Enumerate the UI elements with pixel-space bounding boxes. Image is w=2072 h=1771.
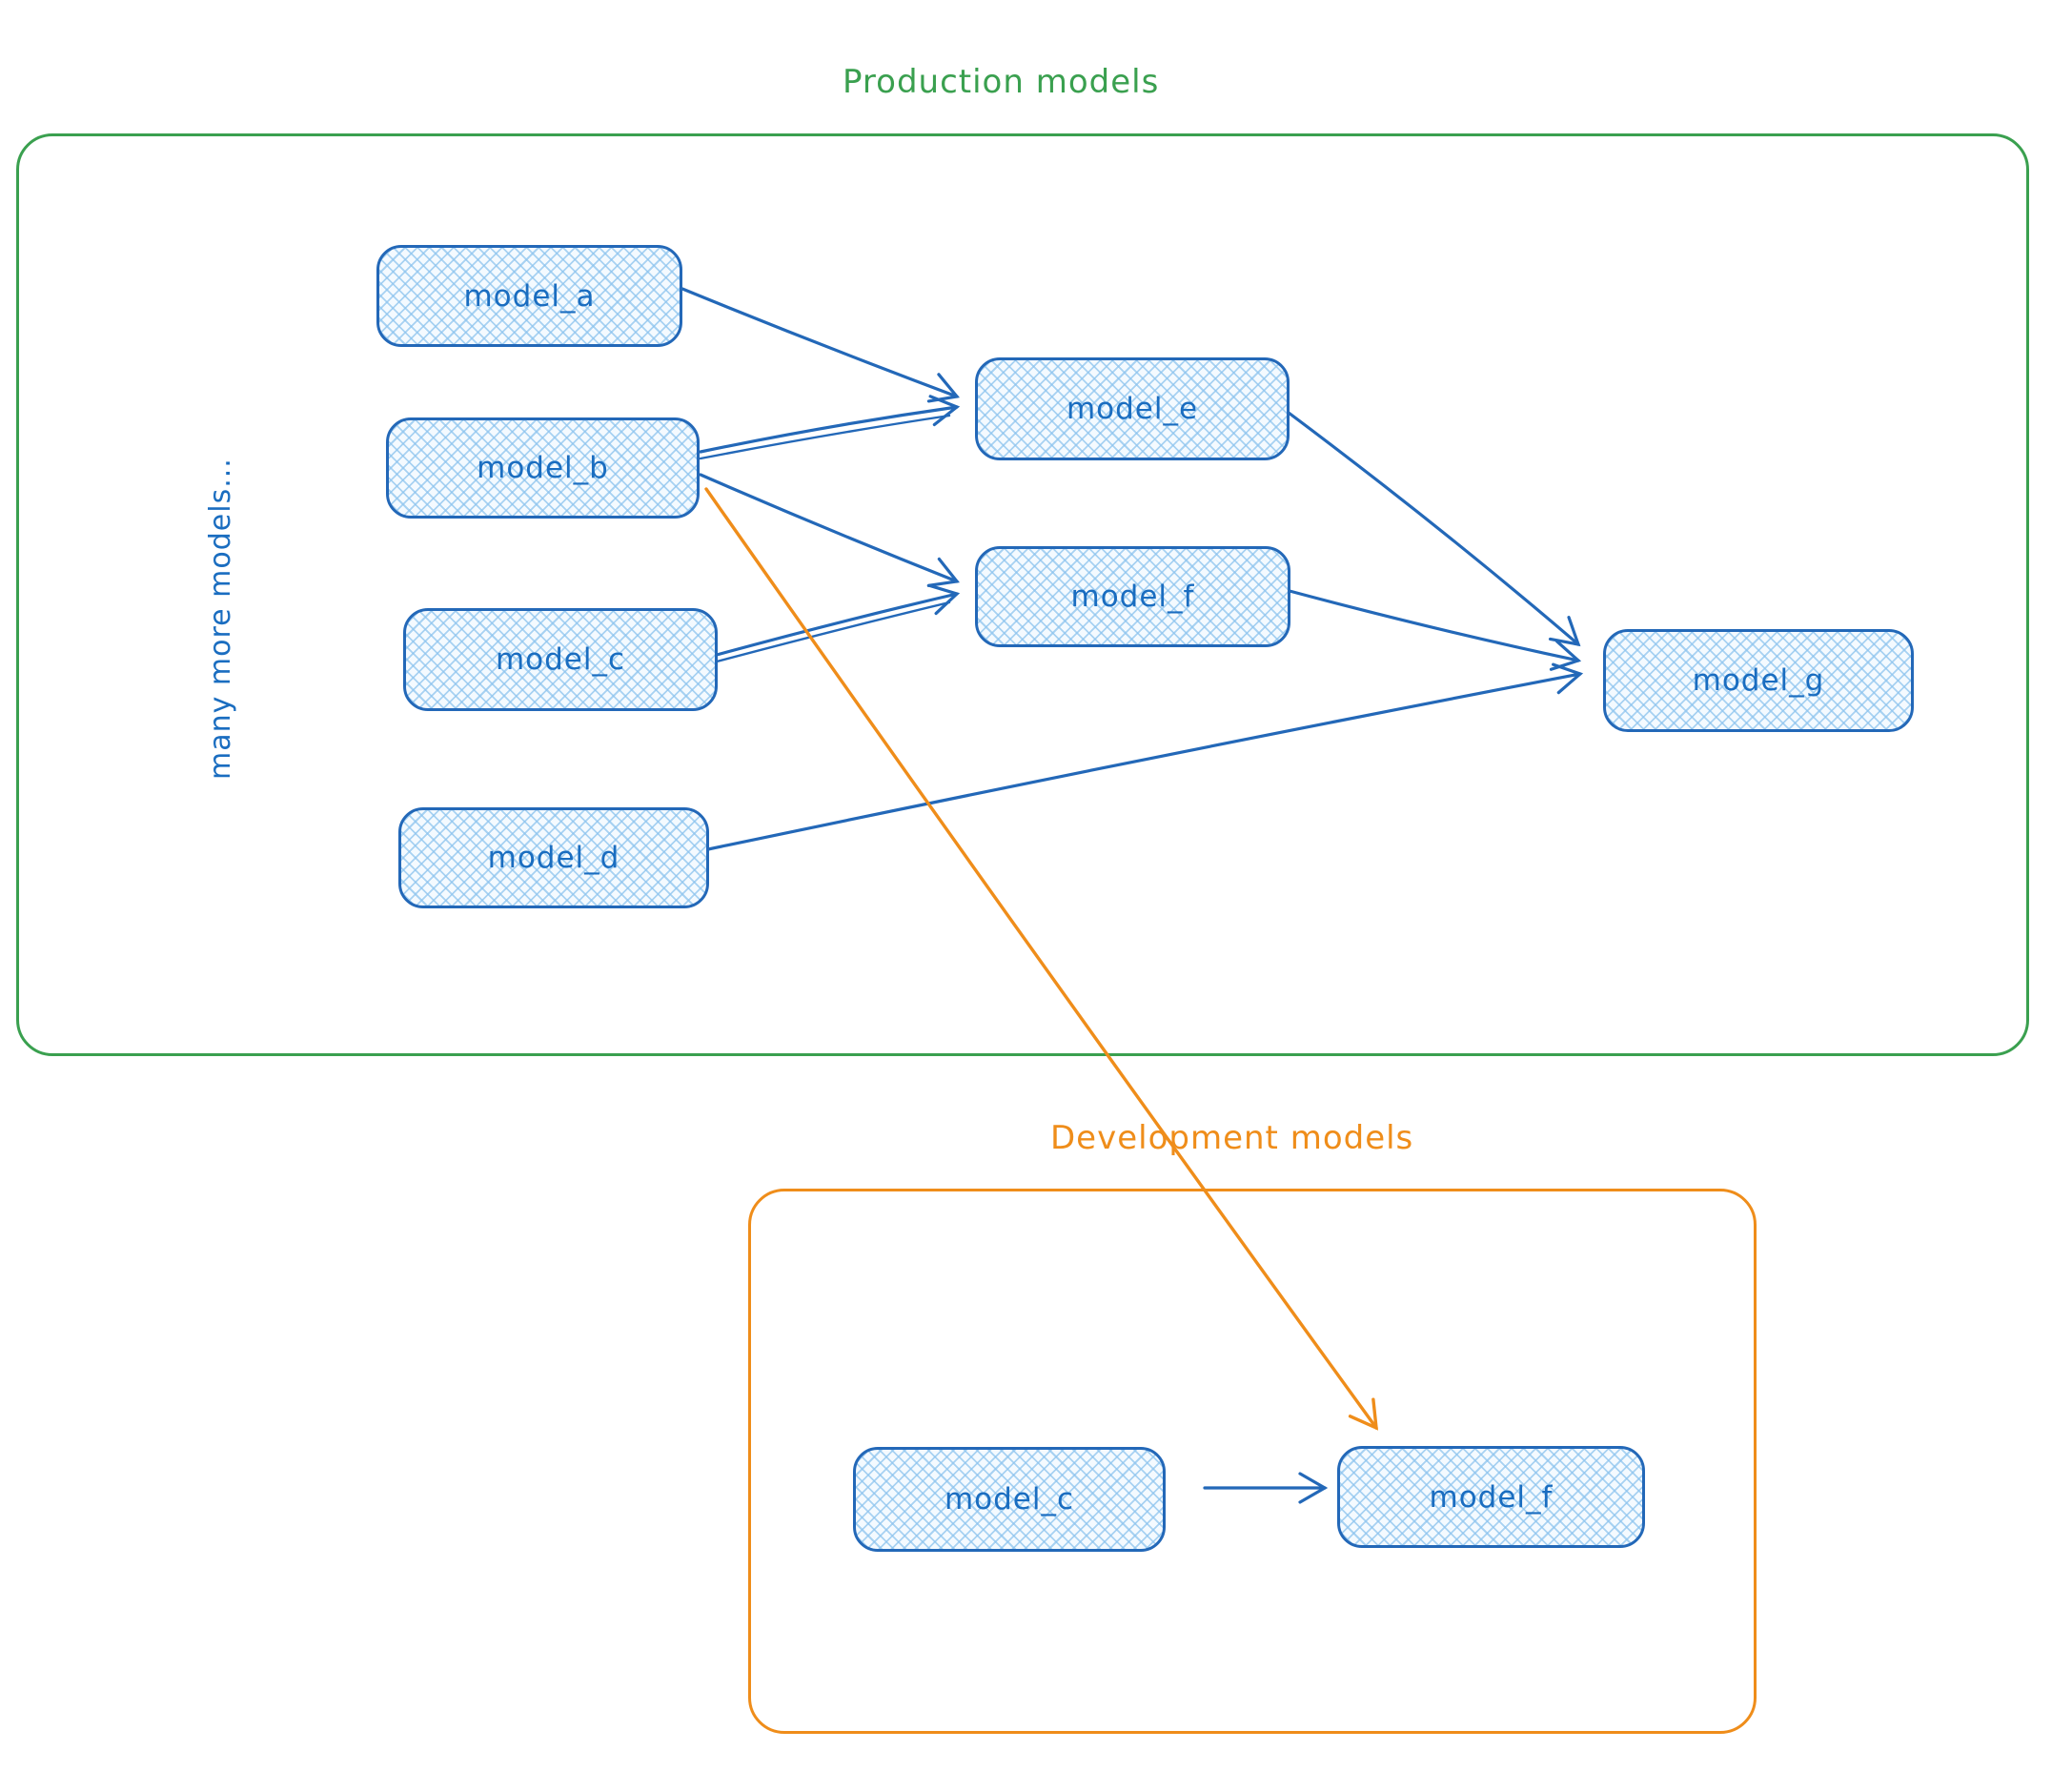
node-model-f: model_f xyxy=(975,546,1290,647)
node-dev-model-c: model_c xyxy=(853,1447,1166,1552)
node-model-a: model_a xyxy=(376,245,682,347)
node-dev-model-c-label: model_c xyxy=(944,1482,1075,1517)
node-model-b: model_b xyxy=(386,417,700,519)
node-model-e: model_e xyxy=(975,357,1290,460)
node-dev-model-f: model_f xyxy=(1337,1446,1645,1548)
node-model-g-label: model_g xyxy=(1692,663,1825,698)
many-more-models-note: many more models... xyxy=(204,458,237,780)
node-model-g: model_g xyxy=(1603,629,1914,732)
node-dev-model-f-label: model_f xyxy=(1429,1479,1554,1515)
node-model-c: model_c xyxy=(403,608,718,711)
node-model-d-label: model_d xyxy=(487,841,620,875)
node-model-d: model_d xyxy=(398,807,709,908)
node-model-f-label: model_f xyxy=(1070,580,1195,614)
development-models-title: Development models xyxy=(1050,1119,1414,1157)
node-model-a-label: model_a xyxy=(463,278,596,314)
production-models-title: Production models xyxy=(843,63,1160,101)
node-model-b-label: model_b xyxy=(477,451,609,485)
node-model-e-label: model_e xyxy=(1066,392,1199,426)
node-model-c-label: model_c xyxy=(495,642,626,677)
